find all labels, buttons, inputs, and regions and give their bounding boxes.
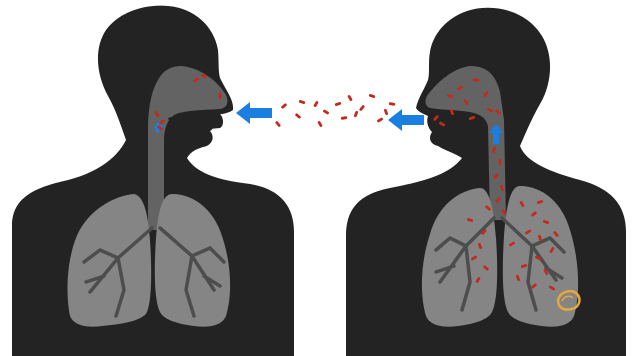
bacterium-icon <box>354 111 359 118</box>
bacterium-icon <box>281 103 288 109</box>
bacterium-icon <box>369 94 376 99</box>
bacterium-icon <box>275 121 281 128</box>
bacterium-icon <box>335 102 342 107</box>
bacterium-icon <box>317 121 323 128</box>
right-person <box>346 8 626 356</box>
bacterium-icon <box>389 102 396 106</box>
bacterium-icon <box>313 101 319 108</box>
bacterium-icon <box>384 109 389 116</box>
bacterium-icon <box>295 113 302 119</box>
left-person <box>12 6 294 356</box>
left-intake-arrow-left-icon <box>236 102 272 124</box>
bacterium-icon <box>347 95 353 102</box>
bacterium-icon <box>323 109 330 115</box>
bacterium-icon <box>299 100 306 105</box>
bacterium-icon <box>377 117 384 123</box>
bacterium-icon <box>341 116 348 120</box>
right-exhale-arrow-left-icon <box>388 109 424 131</box>
bacterium-icon <box>359 105 365 112</box>
